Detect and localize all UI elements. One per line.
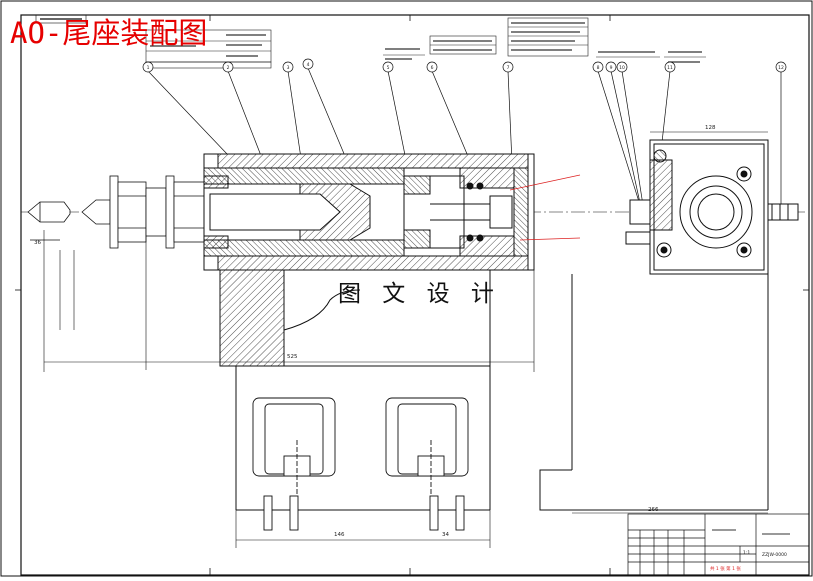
watermark-text: 图 文 设 计 (338, 281, 501, 307)
balloon-5: 5 (382, 61, 394, 73)
svg-text:5: 5 (387, 65, 390, 71)
balloon-10: 10 (616, 61, 628, 73)
svg-text:9: 9 (610, 65, 613, 71)
dimension-lines (43, 131, 768, 548)
balloon-11: 11 (664, 61, 676, 73)
svg-text:10: 10 (619, 65, 625, 71)
drawing-number: ZZJW-0000 (762, 552, 787, 558)
corner-label-box (35, 14, 87, 24)
title-block-text-strokes (712, 529, 790, 535)
balloon-6: 6 (426, 61, 438, 73)
svg-text:6: 6 (431, 65, 434, 71)
balloon-leaders (147, 67, 782, 219)
svg-text:7: 7 (507, 65, 510, 71)
inner-frame (20, 14, 810, 576)
red-note-leaders (509, 174, 581, 241)
dim-128: 128 (705, 125, 716, 131)
title-block (627, 513, 810, 576)
balloon-2: 2 (222, 61, 234, 73)
balloon-7: 7 (502, 61, 514, 73)
svg-text:11: 11 (667, 65, 673, 71)
balloon-1: 1 (142, 61, 154, 73)
svg-text:12: 12 (778, 65, 784, 71)
dim-266: 266 (648, 507, 659, 513)
side-view (625, 139, 799, 275)
sheet-count: 共 1 张 第 1 张 (710, 565, 741, 572)
frame-tick-marks (15, 15, 809, 575)
balloon-8: 8 (592, 61, 604, 73)
annotation-text-strokes (150, 22, 702, 63)
svg-text:4: 4 (307, 62, 310, 68)
svg-text:1: 1 (147, 65, 150, 71)
support-base (219, 269, 491, 511)
parts-annotation-blocks (145, 17, 706, 69)
drawing-scale: 1:1 (743, 550, 750, 556)
balloon-12: 12 (775, 61, 787, 73)
svg-text:8: 8 (597, 65, 600, 71)
base-bolt-pockets (252, 397, 469, 531)
svg-text:2: 2 (227, 65, 230, 71)
balloon-3: 3 (282, 61, 294, 73)
dim-34: 34 (442, 532, 449, 538)
side-view-base (539, 274, 769, 511)
drawing-title: AO-尾座装配图 (10, 16, 208, 50)
balloon-9: 9 (605, 61, 617, 73)
balloon-4: 4 (302, 58, 314, 70)
dim-525: 525 (287, 354, 298, 360)
tailstock-housing (203, 153, 535, 271)
balloon-set: 1 2 3 4 5 6 7 8 9 10 11 12 (142, 58, 787, 73)
svg-text:3: 3 (287, 65, 290, 71)
left-tool (27, 201, 71, 241)
center-tip (81, 175, 205, 249)
dim-36: 36 (34, 240, 41, 246)
dim-146: 146 (334, 532, 345, 538)
